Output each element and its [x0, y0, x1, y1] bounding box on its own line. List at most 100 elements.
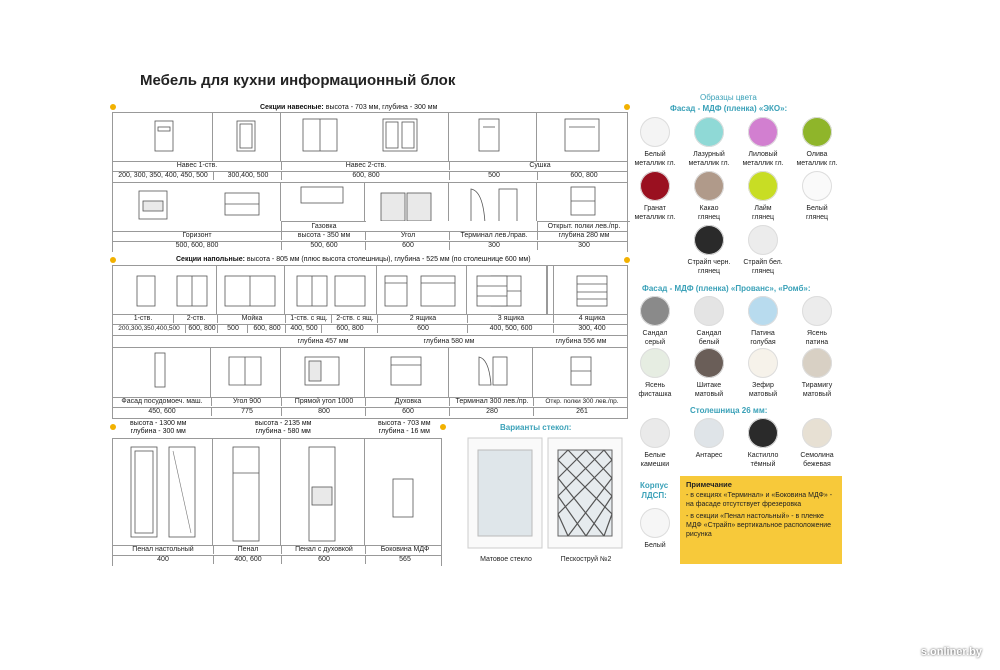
- color-swatch: [694, 296, 724, 326]
- cabinet-size: 775: [211, 407, 282, 416]
- cabinet-drawing: [470, 188, 518, 224]
- color-swatch: [694, 171, 724, 201]
- cabinet-cell: [449, 183, 537, 251]
- swatch-label: Зефир матовый: [748, 382, 778, 398]
- cabinet-label: 1-ств. с ящ.: [285, 314, 332, 323]
- provence-title: Фасад - МДФ (пленка) «Прованс», «Ромб»:: [642, 284, 811, 293]
- cabinet-size: 500, 600: [281, 241, 366, 250]
- depth-label: глубина 457 мм: [297, 338, 349, 345]
- cabinet-label: Откр. полки 300 лев./пр.: [533, 397, 630, 406]
- cabinet-cell: [533, 347, 629, 418]
- cabinet-cell: [449, 347, 533, 418]
- cabinet-sublabel: высота - 350 мм: [281, 231, 366, 240]
- cabinet-size: 280: [449, 407, 534, 416]
- cabinet-cell: [537, 183, 629, 251]
- body-title: Корпус ЛДСП:: [640, 481, 669, 500]
- cabinet-drawing: [570, 186, 596, 216]
- cabinet-size: 300: [537, 241, 630, 250]
- cabinet-drawing: [224, 192, 260, 216]
- cabinet-drawing: [476, 275, 508, 307]
- swatch-label: Тирамигу матовый: [801, 382, 833, 398]
- cabinet-drawing: [302, 118, 338, 152]
- swatch-label: Антарес: [695, 452, 723, 459]
- watermark: s.onliner.by: [920, 646, 982, 658]
- cabinet-label: Навес 1-ств.: [176, 162, 218, 169]
- cabinet-label: Пенал с духовкой: [281, 545, 366, 554]
- bullet-marker: [110, 424, 116, 430]
- depth-label: глубина 580 мм: [423, 338, 475, 345]
- cabinet-drawing: [304, 356, 340, 386]
- cabinet-drawing: [296, 275, 366, 307]
- swatch-label: Кастилло тёмный: [747, 452, 779, 468]
- cabinet-label: 3 ящика: [467, 314, 554, 323]
- color-swatch: [640, 418, 670, 448]
- cabinet-label: Мойка: [217, 314, 286, 323]
- color-swatch: [694, 348, 724, 378]
- countertop-title: Столешница 26 мм:: [690, 406, 768, 415]
- cabinet-drawing: [232, 446, 260, 542]
- eco-title: Фасад - МДФ (пленка) «ЭКО»:: [670, 104, 788, 113]
- color-swatch: [748, 296, 778, 326]
- cabinet-size: 300: [449, 241, 538, 250]
- color-swatch: [640, 171, 670, 201]
- cabinet-drawing: [130, 446, 196, 538]
- cabinet-size: 300, 400: [553, 324, 630, 333]
- swatch-label: Сандал серый: [642, 330, 668, 346]
- swatch-label: Шитаке матовый: [694, 382, 724, 398]
- swatch-label: Белые камешки: [640, 452, 670, 468]
- cabinet-cell: [113, 183, 281, 251]
- cabinet-size: 500, 600, 800: [175, 242, 219, 249]
- cabinet-label: 1-ств.: [133, 315, 153, 322]
- color-swatch: [748, 225, 778, 255]
- cabinet-label: Газовка: [281, 221, 366, 231]
- wall-section-header: Секции навесные: высота - 703 мм, глубин…: [260, 104, 438, 111]
- swatch-label: Лиловый металлик гл.: [742, 151, 784, 167]
- wall-row-1: Навес 1-ств. Навес 2-ств. Сушка 200, 300…: [112, 112, 628, 182]
- cabinet-drawing: [308, 446, 336, 542]
- cabinet-cell: [281, 347, 365, 418]
- cabinet-drawing: [382, 118, 418, 152]
- cabinet-size: 600, 800: [537, 171, 630, 180]
- cabinet-size: 400, 500, 600: [467, 324, 554, 333]
- cabinet-cell: [285, 266, 377, 334]
- floor-row-2: глубина 457 мм глубина 580 мм глубина 55…: [112, 335, 628, 419]
- cabinet-cell: [213, 439, 281, 565]
- cabinet-size: 500: [449, 171, 538, 180]
- cabinet-drawing: [384, 275, 456, 307]
- cabinet-sublabel: глубина 280 мм: [537, 231, 630, 240]
- bullet-marker: [624, 257, 630, 263]
- cabinet-label: Прямой угол 1000: [281, 397, 366, 406]
- cabinet-label: Пенал: [213, 545, 282, 554]
- cabinet-drawing: [136, 275, 208, 307]
- cabinet-drawing: [138, 190, 168, 220]
- cabinet-drawing: [380, 192, 432, 222]
- cabinet-label: Пенал настольный: [132, 546, 194, 553]
- cabinet-size: 600: [281, 555, 366, 564]
- tall-row: Пенал настольный Пенал Пенал с духовкой …: [112, 438, 442, 566]
- cabinet-label: Угол: [365, 231, 450, 240]
- cabinet-cell: [217, 266, 285, 334]
- color-swatch: [640, 348, 670, 378]
- bullet-marker: [110, 104, 116, 110]
- swatch-label: Страйп черн. глянец: [687, 259, 731, 275]
- cabinet-size: 565: [365, 555, 444, 564]
- cabinet-label: Фасад посудомоеч. маш.: [121, 398, 203, 405]
- cabinet-label: Навес 2-ств.: [281, 161, 450, 170]
- cabinet-drawing: [154, 120, 174, 152]
- cabinet-cell: [547, 266, 548, 334]
- cabinet-cell: [537, 113, 629, 181]
- cabinet-cell: [113, 266, 217, 334]
- cabinet-drawing: [570, 356, 592, 386]
- cabinet-drawing: [478, 118, 500, 152]
- cabinet-drawing: [478, 356, 508, 386]
- cabinet-drawing: [236, 120, 256, 152]
- glass-title: Варианты стекол:: [500, 423, 572, 432]
- cabinet-size: 400: [157, 556, 169, 563]
- color-swatch: [694, 418, 724, 448]
- color-swatch: [748, 418, 778, 448]
- cabinet-drawing: [224, 275, 276, 307]
- cabinet-size: 600, 800: [247, 324, 286, 333]
- cabinet-size: 261: [533, 407, 630, 416]
- color-swatch: [748, 171, 778, 201]
